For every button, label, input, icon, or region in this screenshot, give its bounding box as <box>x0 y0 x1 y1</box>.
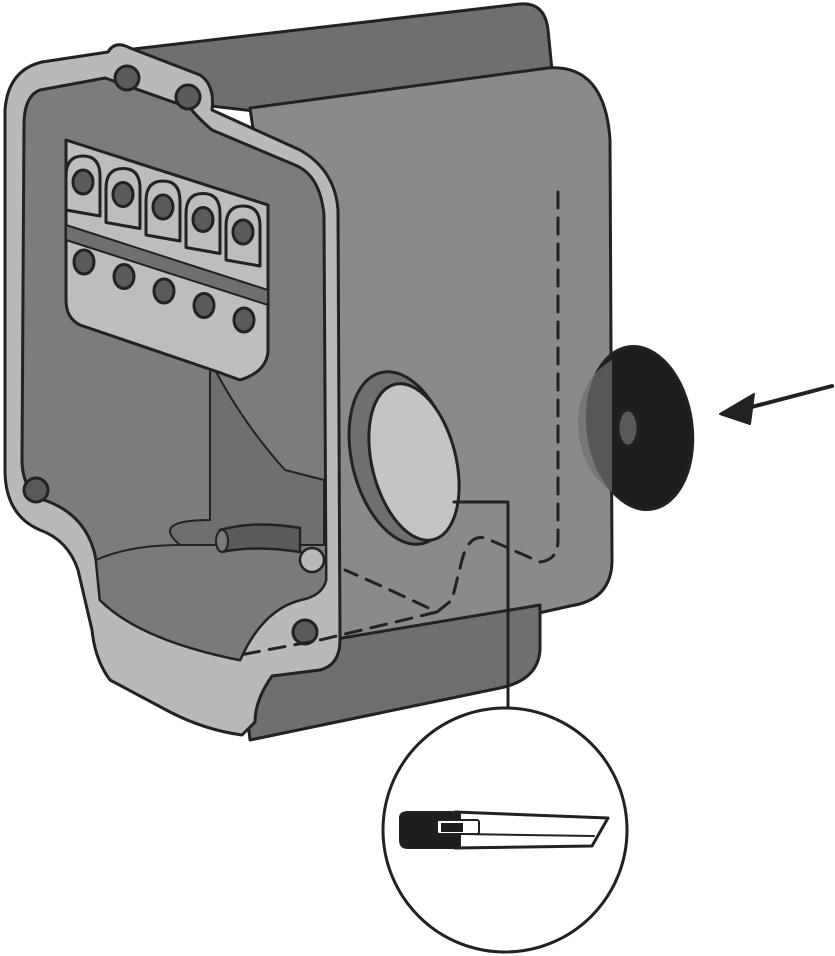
grommet-shadow-on-body <box>578 360 612 492</box>
arrow-left-icon <box>719 384 834 425</box>
box-base <box>238 603 542 742</box>
mounting-hole-bottom-right <box>291 618 319 646</box>
terminal-upper-screw-4 <box>191 206 215 233</box>
knockout-disc-icon <box>367 382 461 542</box>
terminal-lower-screw-3 <box>152 277 176 305</box>
utility-knife-icon <box>399 810 610 850</box>
terminal-lower-screw-4 <box>192 292 216 319</box>
knife-slider-button <box>441 823 463 832</box>
mounting-hole-top-right <box>174 83 202 111</box>
grommet-hole <box>616 408 640 448</box>
terminal-upper-screw-1 <box>71 168 95 196</box>
arrow-shaft <box>738 384 834 412</box>
internal-cable-end <box>215 529 229 553</box>
mounting-hole-top-left <box>113 64 141 92</box>
internal-cable <box>218 523 302 554</box>
terminal-block-rail <box>65 224 269 306</box>
terminal-lower-screw-2 <box>112 263 136 290</box>
box-interior-wall <box>169 359 325 546</box>
cut-guide-vertical <box>343 190 560 614</box>
rubber-grommet-icon <box>578 344 695 512</box>
callout-leader-line <box>452 500 510 710</box>
knife-blade-edge <box>461 833 595 837</box>
box-interior-floor <box>95 544 327 661</box>
terminal-lower-screw-5 <box>232 306 256 334</box>
mounting-hole-bottom-left <box>22 476 50 504</box>
internal-boss <box>298 546 326 574</box>
terminal-lower-screw-1 <box>72 248 96 276</box>
terminal-upper-screw-2 <box>111 181 135 208</box>
terminal-upper-screw-3 <box>151 193 175 221</box>
terminal-block <box>64 138 270 382</box>
terminal-upper-screw-5 <box>231 218 255 246</box>
cut-guide-bottom <box>238 610 439 657</box>
arrow-head <box>719 393 755 425</box>
